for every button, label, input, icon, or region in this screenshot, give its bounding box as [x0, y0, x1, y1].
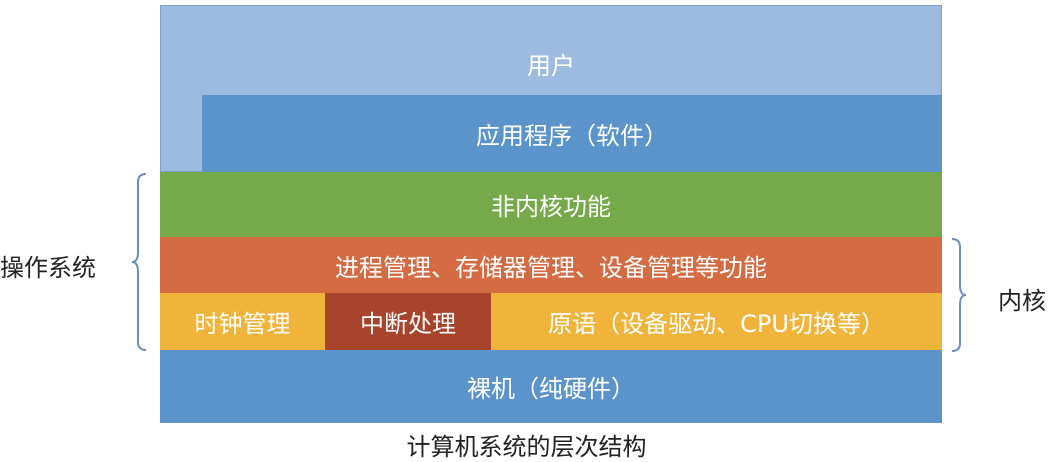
non-kernel-layer-label: 非内核功能	[491, 193, 611, 221]
clock-management-block: 时钟管理	[160, 293, 325, 350]
clock-management-label: 时钟管理	[194, 310, 291, 338]
kernel-label: 内核	[998, 287, 1046, 315]
management-functions-layer: 进程管理、存储器管理、设备管理等功能	[160, 237, 942, 293]
diagram-caption: 计算机系统的层次结构	[406, 433, 647, 461]
os-brace	[131, 173, 147, 351]
management-functions-label: 进程管理、存储器管理、设备管理等功能	[335, 253, 767, 282]
primitives-label: 原语（设备驱动、CPU切换等）	[548, 310, 885, 338]
primitives-block: 原语（设备驱动、CPU切换等）	[491, 293, 942, 350]
non-kernel-layer: 非内核功能	[160, 172, 942, 237]
interrupt-handling-label: 中断处理	[360, 310, 456, 338]
user-layer-label: 用户	[527, 52, 575, 80]
bare-machine-label: 裸机（纯硬件）	[467, 375, 635, 403]
kernel-brace	[951, 238, 967, 352]
applications-layer-label: 应用程序（软件）	[476, 122, 668, 150]
bare-machine-layer: 裸机（纯硬件）	[160, 350, 942, 423]
os-label: 操作系统	[0, 254, 96, 282]
interrupt-handling-block: 中断处理	[325, 293, 491, 350]
applications-layer: 应用程序（软件）	[202, 95, 942, 172]
